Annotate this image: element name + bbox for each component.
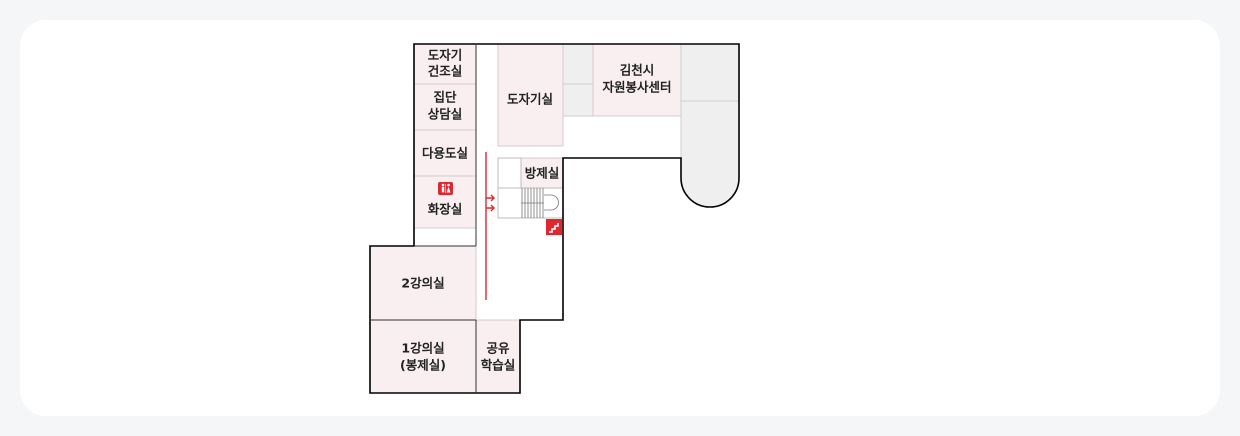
room-restroom[interactable]: [413, 175, 477, 229]
label-ceramics-drying-2: 건조실: [428, 64, 463, 79]
label-sewing: 방제실: [525, 166, 560, 181]
room-ceramics[interactable]: [497, 43, 564, 147]
route-arrow: [485, 152, 495, 300]
label-group-counseling-2: 상담실: [428, 107, 463, 122]
room-lecture2[interactable]: [369, 245, 477, 321]
label-ceramics-drying-1: 도자기: [428, 48, 463, 63]
label-lecture2: 2강의실: [401, 276, 444, 291]
label-lecture1-2: (봉제실): [400, 358, 446, 373]
label-restroom: 화장실: [428, 202, 463, 217]
label-volunteer-center-2: 자원봉사센터: [602, 80, 671, 95]
stairs-icon: [546, 219, 562, 235]
outer-wall: [369, 43, 740, 394]
label-study-2: 학습실: [481, 358, 516, 373]
room-volunteer-center[interactable]: [592, 43, 682, 117]
gray-block-top: [680, 43, 740, 102]
room-study[interactable]: [475, 319, 521, 394]
inner-walls: [370, 44, 477, 393]
label-ceramics: 도자기실: [507, 92, 553, 107]
stair-steps: [521, 188, 559, 218]
label-study-1: 공유: [486, 341, 510, 356]
room-multipurpose[interactable]: [413, 129, 477, 177]
label-volunteer-center-1: 김천시: [620, 63, 655, 78]
label-group-counseling-1: 집단: [433, 90, 457, 105]
room-fills: [369, 43, 740, 394]
gray-block-round: [680, 100, 740, 208]
restroom-icon: [438, 182, 453, 195]
label-multipurpose: 다용도실: [422, 146, 468, 161]
gray-cell-1: [562, 43, 594, 85]
room-lecture1[interactable]: [369, 319, 477, 394]
room-group-counseling[interactable]: [413, 83, 477, 131]
room-sewing[interactable]: [520, 157, 564, 189]
stair-box-top: [497, 157, 522, 189]
label-lecture1-1: 1강의실: [401, 341, 444, 356]
gray-cell-2: [562, 83, 594, 117]
stairs: [497, 157, 564, 235]
room-labels: 도자기 건조실 집단 상담실 다용도실 화장실 도자기실 김천시 자원봉사센터 …: [400, 48, 671, 373]
room-ceramics-drying[interactable]: [413, 43, 477, 85]
